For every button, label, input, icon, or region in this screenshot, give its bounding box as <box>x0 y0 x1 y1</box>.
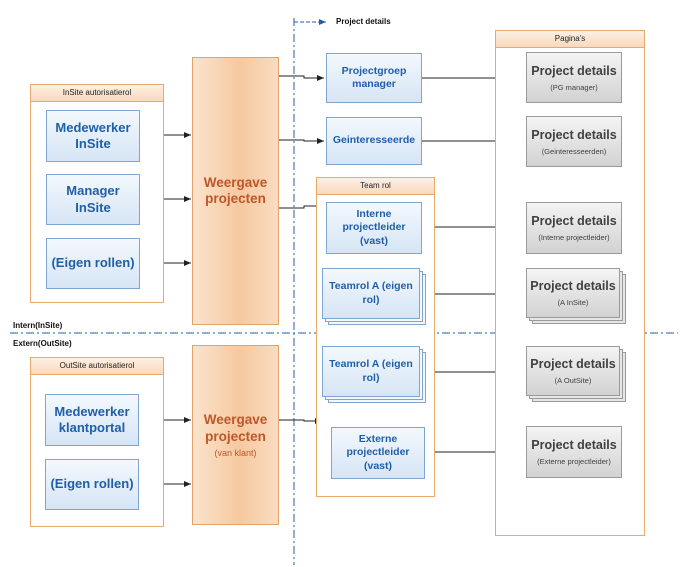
page-title: Project details <box>531 127 617 142</box>
role-medewerker-klantportal: Medewerker klantportal <box>45 394 139 446</box>
page-subtitle: (A InSite) <box>557 298 589 307</box>
page-subtitle: (Interne projectleider) <box>538 233 610 242</box>
role-interne-projectleider: Interne projectleider (vast) <box>326 202 422 254</box>
top-label: Project details <box>336 17 391 26</box>
page-subtitle: (A OutSite) <box>554 376 592 385</box>
role-teamrol-a-outsite: Teamrol A (eigen rol) <box>322 346 420 397</box>
page-title: Project details <box>530 357 616 371</box>
page-geinteresseerden: Project details (Geinteresseerden) <box>526 116 622 167</box>
page-subtitle: (Geinteresseerden) <box>541 146 607 156</box>
page-pg-manager: Project details (PG manager) <box>526 52 622 103</box>
page-title: Project details <box>531 214 617 228</box>
zone-label-extern: Extern(OutSite) <box>13 339 72 348</box>
page-subtitle: (Externe projectleider) <box>537 457 611 466</box>
page-title: Project details <box>531 63 617 78</box>
role-medewerker-insite: Medewerker InSite <box>46 110 140 162</box>
team-rol-title: Team rol <box>317 178 434 195</box>
role-eigen-rollen-insite: (Eigen rollen) <box>46 238 140 289</box>
page-interne-projectleider: Project details (Interne projectleider) <box>526 202 622 254</box>
insite-group-title: InSite autorisatierol <box>31 85 163 102</box>
weergave-projecten-outsite: Weergave projecten (van klant) <box>192 345 279 525</box>
weergave-outsite-subtitle: (van klant) <box>214 447 257 458</box>
role-geinteresseerde: Geinteresseerde <box>326 117 422 165</box>
weergave-outsite-title: Weergave projecten <box>203 412 268 444</box>
role-externe-projectleider: Externe projectleider (vast) <box>331 427 425 479</box>
page-subtitle: (PG manager) <box>550 82 598 92</box>
role-manager-insite: Manager InSite <box>46 174 140 225</box>
page-title: Project details <box>530 279 616 293</box>
page-title: Project details <box>531 438 617 452</box>
page-a-insite: Project details (A InSite) <box>526 268 620 318</box>
page-externe-projectleider: Project details (Externe projectleider) <box>526 426 622 478</box>
outsite-group-title: OutSite autorisatierol <box>31 358 163 375</box>
weergave-projecten-insite: Weergave projecten <box>192 57 279 325</box>
weergave-insite-title: Weergave projecten <box>203 174 268 206</box>
zone-label-intern: Intern(InSite) <box>13 321 63 330</box>
paginas-title: Pagina's <box>496 31 644 48</box>
role-eigen-rollen-outsite: (Eigen rollen) <box>45 459 139 510</box>
page-a-outsite: Project details (A OutSite) <box>526 346 620 396</box>
role-projectgroep-manager: Projectgroep manager <box>326 53 422 103</box>
role-teamrol-a-insite: Teamrol A (eigen rol) <box>322 268 420 319</box>
